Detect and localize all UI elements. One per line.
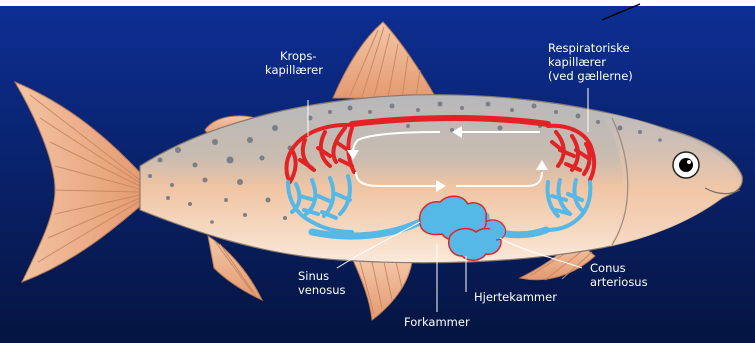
label-resp-2: kapillærer (548, 55, 606, 69)
label-sinus-1: Sinus (298, 269, 329, 283)
label-krops-2: kapillærer (265, 63, 323, 77)
label-conus-2: arteriosus (590, 275, 648, 289)
eye (673, 152, 699, 178)
label-forkammer: Forkammer (404, 315, 470, 329)
label-conus-1: Conus (590, 261, 626, 275)
label-hjertekammer: Hjertekammer (474, 290, 557, 304)
top-border (0, 0, 755, 6)
label-resp-1: Respiratoriske (548, 41, 630, 55)
label-krops-1: Krops- (280, 49, 317, 63)
label-sinus-2: venosus (298, 283, 345, 297)
label-resp-3: (ved gællerne) (548, 69, 633, 83)
